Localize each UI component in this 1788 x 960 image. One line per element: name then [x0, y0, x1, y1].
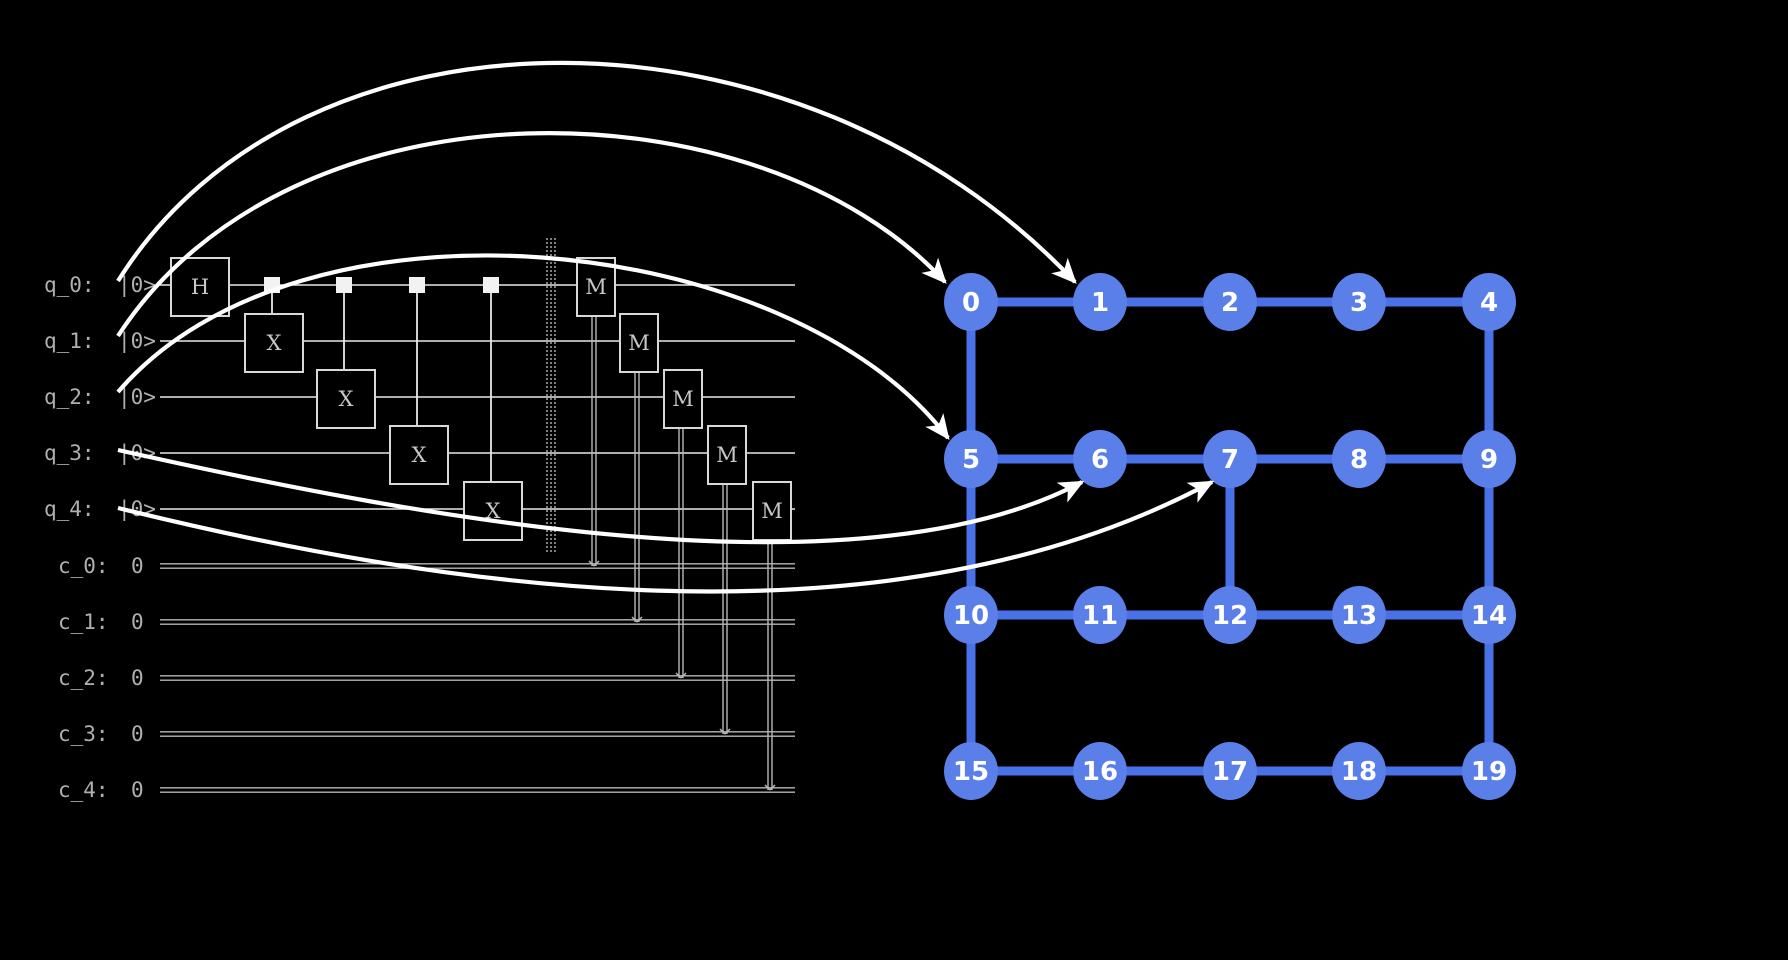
qubit-node-10[interactable]: 10 — [944, 586, 998, 644]
clbit-register-label-2: c_2: — [58, 666, 109, 690]
node-label: 3 — [1350, 288, 1368, 318]
node-circle[interactable] — [1203, 742, 1257, 800]
node-label: 12 — [1212, 601, 1248, 631]
node-circle[interactable] — [1462, 430, 1516, 488]
node-label: 6 — [1091, 445, 1109, 475]
qubit-node-12[interactable]: 12 — [1203, 586, 1257, 644]
qubit-node-3[interactable]: 3 — [1332, 273, 1386, 331]
node-label: 9 — [1480, 445, 1498, 475]
clbit-register-label-0: c_0: — [58, 554, 109, 578]
node-circle[interactable] — [1332, 273, 1386, 331]
qubit-node-5[interactable]: 5 — [944, 430, 998, 488]
qubit-node-6[interactable]: 6 — [1073, 430, 1127, 488]
node-circle[interactable] — [1203, 586, 1257, 644]
node-circle[interactable] — [1073, 586, 1127, 644]
node-label: 16 — [1082, 757, 1118, 787]
node-label: 0 — [962, 288, 980, 318]
clbit-value-label-3: 0 — [131, 722, 144, 746]
node-circle[interactable] — [1332, 586, 1386, 644]
node-label: 15 — [953, 757, 989, 787]
node-circle[interactable] — [1073, 742, 1127, 800]
clbit-register-label-1: c_1: — [58, 610, 109, 634]
qubit-node-14[interactable]: 14 — [1462, 586, 1516, 644]
qubit-register-label-1: q_1: — [44, 329, 95, 353]
node-label: 14 — [1471, 601, 1507, 631]
clbit-value-label-4: 0 — [131, 778, 144, 802]
node-circle[interactable] — [1073, 273, 1127, 331]
qubit-register-label-3: q_3: — [44, 441, 95, 465]
node-label: 8 — [1350, 445, 1368, 475]
qubit-node-8[interactable]: 8 — [1332, 430, 1386, 488]
node-circle[interactable] — [1203, 273, 1257, 331]
node-circle[interactable] — [944, 586, 998, 644]
node-circle[interactable] — [944, 742, 998, 800]
node-label: 17 — [1212, 757, 1248, 787]
node-circle[interactable] — [1462, 273, 1516, 331]
qubit-register-label-2: q_2: — [44, 385, 95, 409]
node-label: 10 — [953, 601, 989, 631]
node-label: 11 — [1082, 601, 1118, 631]
node-label: 13 — [1341, 601, 1377, 631]
node-label: 7 — [1221, 445, 1239, 475]
node-circle[interactable] — [1462, 586, 1516, 644]
qubit-node-18[interactable]: 18 — [1332, 742, 1386, 800]
qubit-register-label-0: q_0: — [44, 273, 95, 297]
node-label: 18 — [1341, 757, 1377, 787]
qubit-node-17[interactable]: 17 — [1203, 742, 1257, 800]
node-label: 4 — [1480, 288, 1498, 318]
node-circle[interactable] — [944, 273, 998, 331]
node-label: 19 — [1471, 757, 1507, 787]
qubit-node-19[interactable]: 19 — [1462, 742, 1516, 800]
qubit-node-15[interactable]: 15 — [944, 742, 998, 800]
qubit-node-1[interactable]: 1 — [1073, 273, 1127, 331]
qubit-node-7[interactable]: 7 — [1203, 430, 1257, 488]
qubit-node-2[interactable]: 2 — [1203, 273, 1257, 331]
clbit-value-label-2: 0 — [131, 666, 144, 690]
clbit-register-label-4: c_4: — [58, 778, 109, 802]
qubit-node-0[interactable]: 0 — [944, 273, 998, 331]
node-label: 5 — [962, 445, 980, 475]
node-circle[interactable] — [1203, 430, 1257, 488]
qubit-node-11[interactable]: 11 — [1073, 586, 1127, 644]
node-label: 1 — [1091, 288, 1109, 318]
qubit-node-9[interactable]: 9 — [1462, 430, 1516, 488]
node-circle[interactable] — [1332, 742, 1386, 800]
clbit-value-label-1: 0 — [131, 610, 144, 634]
node-circle[interactable] — [1332, 430, 1386, 488]
clbit-register-label-3: c_3: — [58, 722, 109, 746]
node-circle[interactable] — [1462, 742, 1516, 800]
node-circle[interactable] — [1073, 430, 1127, 488]
node-label: 2 — [1221, 288, 1239, 318]
qubit-node-13[interactable]: 13 — [1332, 586, 1386, 644]
qubit-node-16[interactable]: 16 — [1073, 742, 1127, 800]
qubit-register-label-4: q_4: — [44, 497, 95, 521]
qubit-node-4[interactable]: 4 — [1462, 273, 1516, 331]
